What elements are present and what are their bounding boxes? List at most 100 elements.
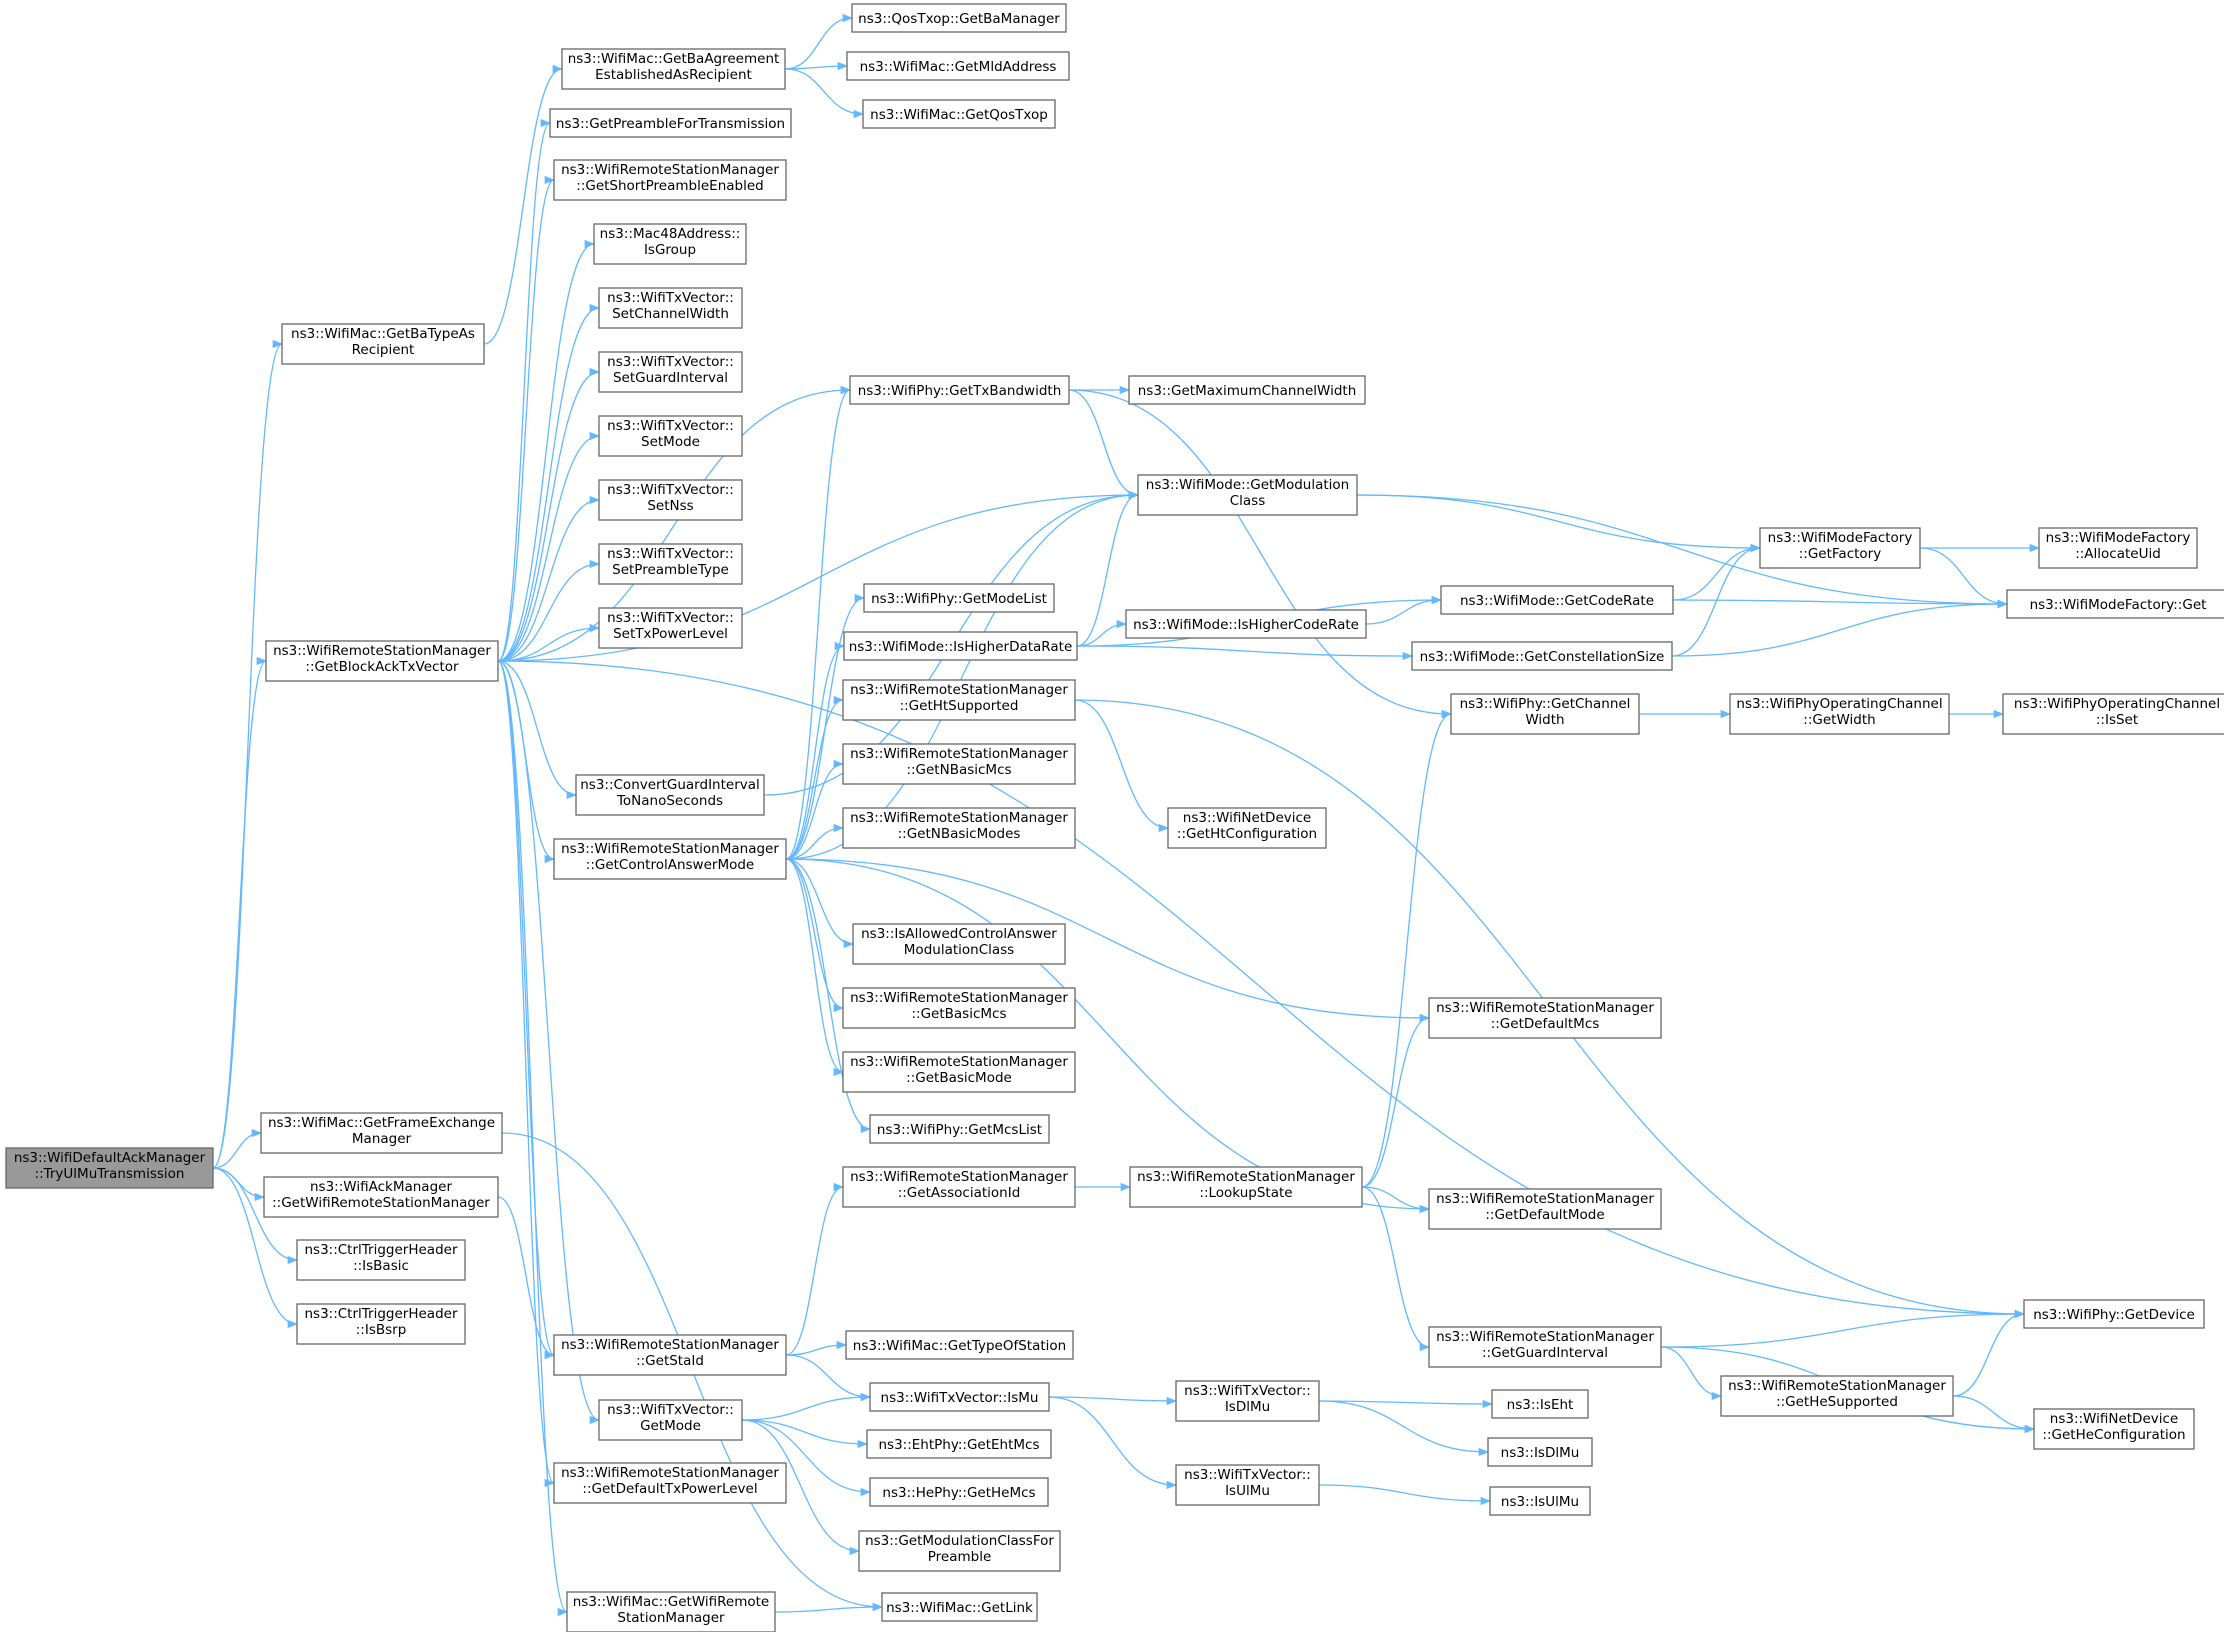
node-is-allowed-control-answer[interactable]: ns3::IsAllowedControlAnswerModulationCla… bbox=[852, 923, 1066, 965]
node-get-nbasic-modes[interactable]: ns3::WifiRemoteStationManager::GetNBasic… bbox=[842, 807, 1076, 849]
node-set-preamble-type[interactable]: ns3::WifiTxVector::SetPreambleType bbox=[598, 543, 743, 585]
node-get-ba-agreement-established[interactable]: ns3::WifiMac::GetBaAgreementEstablishedA… bbox=[561, 48, 786, 90]
node-get-code-rate[interactable]: ns3::WifiMode::GetCodeRate bbox=[1440, 585, 1674, 615]
node-get-ht-configuration[interactable]: ns3::WifiNetDevice::GetHtConfiguration bbox=[1167, 807, 1327, 849]
node-is-eht[interactable]: ns3::IsEht bbox=[1491, 1389, 1589, 1419]
node-is-basic[interactable]: ns3::CtrlTriggerHeader::IsBasic bbox=[296, 1239, 466, 1281]
node-get-mld-address[interactable]: ns3::WifiMac::GetMldAddress bbox=[846, 51, 1070, 81]
node-get-wifi-remote-station-manager-ack[interactable]: ns3::WifiAckManager::GetWifiRemoteStatio… bbox=[263, 1176, 499, 1218]
call-edge-get-control-answer-mode-to-get-nbasic-mcs bbox=[785, 759, 845, 860]
node-get-default-tx-power-level[interactable]: ns3::WifiRemoteStationManager::GetDefaul… bbox=[553, 1462, 787, 1504]
node-get-maximum-channel-width[interactable]: ns3::GetMaximumChannelWidth bbox=[1128, 375, 1366, 405]
node-label: ::GetHtSupported bbox=[900, 698, 1019, 714]
node-box bbox=[842, 1051, 1076, 1093]
node-get-device[interactable]: ns3::WifiPhy::GetDevice bbox=[2023, 1299, 2205, 1329]
node-set-tx-power-level[interactable]: ns3::WifiTxVector::SetTxPowerLevel bbox=[598, 607, 743, 649]
node-label: ns3::WifiMac::GetBaAgreement bbox=[568, 51, 780, 67]
node-label: ns3::WifiMac::GetMldAddress bbox=[860, 59, 1057, 75]
node-allocate-uid[interactable]: ns3::WifiModeFactory::AllocateUid bbox=[2038, 527, 2198, 569]
node-is-set[interactable]: ns3::WifiPhyOperatingChannel::IsSet bbox=[2002, 693, 2224, 735]
node-label: ::GetDefaultMode bbox=[1485, 1207, 1604, 1223]
node-get-modulation-class[interactable]: ns3::WifiMode::GetModulationClass bbox=[1137, 474, 1358, 516]
node-label: ns3::IsEht bbox=[1507, 1397, 1574, 1413]
node-get-tx-bandwidth[interactable]: ns3::WifiPhy::GetTxBandwidth bbox=[849, 375, 1070, 405]
call-edge-get-he-supported-to-get-device bbox=[1952, 1309, 2026, 1397]
node-get-ht-supported[interactable]: ns3::WifiRemoteStationManager::GetHtSupp… bbox=[842, 679, 1076, 721]
node-is-ul-mu[interactable]: ns3::IsUlMu bbox=[1489, 1486, 1591, 1516]
call-edge-get-block-ack-tx-vector-to-get-default-tx-power-level bbox=[497, 660, 556, 1487]
node-box bbox=[852, 923, 1066, 965]
node-get-link[interactable]: ns3::WifiMac::GetLink bbox=[881, 1592, 1038, 1622]
node-get-constellation-size[interactable]: ns3::WifiMode::GetConstellationSize bbox=[1411, 641, 1673, 671]
node-box bbox=[598, 479, 743, 521]
node-get-he-supported[interactable]: ns3::WifiRemoteStationManager::GetHeSupp… bbox=[1720, 1375, 1954, 1417]
node-get-mcs-list[interactable]: ns3::WifiPhy::GetMcsList bbox=[869, 1114, 1050, 1144]
node-label: ::IsBsrp bbox=[356, 1322, 407, 1338]
node-is-bsrp[interactable]: ns3::CtrlTriggerHeader::IsBsrp bbox=[296, 1303, 466, 1345]
call-edge-get-control-answer-mode-to-is-higher-data-rate bbox=[785, 641, 846, 860]
node-is-dl-mu-tx[interactable]: ns3::WifiTxVector::IsDlMu bbox=[1175, 1380, 1320, 1422]
call-edge-is-higher-code-rate-to-get-code-rate bbox=[1365, 595, 1443, 625]
node-get-default-mcs[interactable]: ns3::WifiRemoteStationManager::GetDefaul… bbox=[1428, 997, 1662, 1039]
node-get-mode-list[interactable]: ns3::WifiPhy::GetModeList bbox=[863, 583, 1055, 613]
node-tx-get-mode[interactable]: ns3::WifiTxVector::GetMode bbox=[598, 1399, 743, 1441]
node-is-higher-code-rate[interactable]: ns3::WifiMode::IsHigherCodeRate bbox=[1125, 609, 1367, 639]
node-get-he-mcs[interactable]: ns3::HePhy::GetHeMcs bbox=[869, 1477, 1049, 1507]
node-set-nss[interactable]: ns3::WifiTxVector::SetNss bbox=[598, 479, 743, 521]
node-box bbox=[598, 415, 743, 457]
node-box bbox=[549, 108, 792, 138]
node-get-preamble-for-transmission[interactable]: ns3::GetPreambleForTransmission bbox=[549, 108, 792, 138]
node-set-mode[interactable]: ns3::WifiTxVector::SetMode bbox=[598, 415, 743, 457]
node-label: ::GetNBasicMcs bbox=[906, 762, 1011, 778]
node-box bbox=[842, 679, 1076, 721]
call-edge-get-block-ack-tx-vector-to-is-group bbox=[497, 239, 596, 662]
node-label: IsUlMu bbox=[1225, 1483, 1270, 1499]
node-get-guard-interval[interactable]: ns3::WifiRemoteStationManager::GetGuardI… bbox=[1428, 1326, 1662, 1368]
node-label: ns3::WifiRemoteStationManager bbox=[850, 746, 1068, 762]
node-get-he-configuration[interactable]: ns3::WifiNetDevice::GetHeConfiguration bbox=[2033, 1408, 2195, 1450]
call-edge-is-higher-data-rate-to-get-modulation-class bbox=[1076, 490, 1140, 647]
node-get-factory[interactable]: ns3::WifiModeFactory::GetFactory bbox=[1759, 527, 1921, 569]
node-get-eht-mcs[interactable]: ns3::EhtPhy::GetEhtMcs bbox=[866, 1429, 1052, 1459]
node-get-control-answer-mode[interactable]: ns3::WifiRemoteStationManager::GetContro… bbox=[553, 838, 787, 880]
node-is-mu[interactable]: ns3::WifiTxVector::IsMu bbox=[869, 1382, 1050, 1412]
node-set-channel-width[interactable]: ns3::WifiTxVector::SetChannelWidth bbox=[598, 287, 743, 329]
node-label: ns3::WifiMode::GetConstellationSize bbox=[1420, 649, 1665, 665]
node-get-block-ack-tx-vector[interactable]: ns3::WifiRemoteStationManager::GetBlockA… bbox=[265, 640, 499, 682]
node-get-sta-id[interactable]: ns3::WifiRemoteStationManager::GetStaId bbox=[553, 1334, 787, 1376]
node-box bbox=[553, 159, 787, 201]
node-box bbox=[846, 51, 1070, 81]
node-get-qos-txop[interactable]: ns3::WifiMac::GetQosTxop bbox=[862, 99, 1056, 129]
node-is-higher-data-rate[interactable]: ns3::WifiMode::IsHigherDataRate bbox=[843, 631, 1078, 661]
node-get-association-id[interactable]: ns3::WifiRemoteStationManager::GetAssoci… bbox=[842, 1166, 1076, 1208]
node-is-ul-mu-tx[interactable]: ns3::WifiTxVector::IsUlMu bbox=[1175, 1464, 1320, 1506]
node-box bbox=[866, 1429, 1052, 1459]
node-is-group[interactable]: ns3::Mac48Address::IsGroup bbox=[593, 223, 747, 265]
node-get-basic-mcs[interactable]: ns3::WifiRemoteStationManager::GetBasicM… bbox=[842, 987, 1076, 1029]
call-edge-get-control-answer-mode-to-is-allowed-control-answer bbox=[785, 858, 855, 949]
call-edge-tx-get-mode-to-get-he-mcs bbox=[741, 1419, 872, 1497]
node-get-nbasic-mcs[interactable]: ns3::WifiRemoteStationManager::GetNBasic… bbox=[842, 743, 1076, 785]
node-set-guard-interval[interactable]: ns3::WifiTxVector::SetGuardInterval bbox=[598, 351, 743, 393]
node-is-dl-mu[interactable]: ns3::IsDlMu bbox=[1487, 1437, 1593, 1467]
node-get-short-preamble-enabled[interactable]: ns3::WifiRemoteStationManager::GetShortP… bbox=[553, 159, 787, 201]
node-get-wifi-remote-station-manager-mac[interactable]: ns3::WifiMac::GetWifiRemoteStationManage… bbox=[566, 1591, 776, 1632]
node-get-type-of-station[interactable]: ns3::WifiMac::GetTypeOfStation bbox=[845, 1330, 1074, 1360]
node-label: ns3::WifiPhy::GetTxBandwidth bbox=[858, 383, 1062, 399]
node-mode-factory-get[interactable]: ns3::WifiModeFactory::Get bbox=[2006, 589, 2224, 619]
node-get-width[interactable]: ns3::WifiPhyOperatingChannel::GetWidth bbox=[1729, 693, 1950, 735]
node-lookup-state[interactable]: ns3::WifiRemoteStationManager::LookupSta… bbox=[1129, 1166, 1363, 1208]
node-get-basic-mode[interactable]: ns3::WifiRemoteStationManager::GetBasicM… bbox=[842, 1051, 1076, 1093]
node-get-ba-manager[interactable]: ns3::QosTxop::GetBaManager bbox=[851, 3, 1067, 33]
node-box bbox=[593, 223, 747, 265]
node-label: ns3::WifiNetDevice bbox=[1183, 810, 1311, 826]
call-edge-get-control-answer-mode-to-get-default-mode bbox=[785, 858, 1431, 1214]
node-root[interactable]: ns3::WifiDefaultAckManager::TryUlMuTrans… bbox=[5, 1147, 214, 1189]
node-get-default-mode[interactable]: ns3::WifiRemoteStationManager::GetDefaul… bbox=[1428, 1188, 1662, 1230]
